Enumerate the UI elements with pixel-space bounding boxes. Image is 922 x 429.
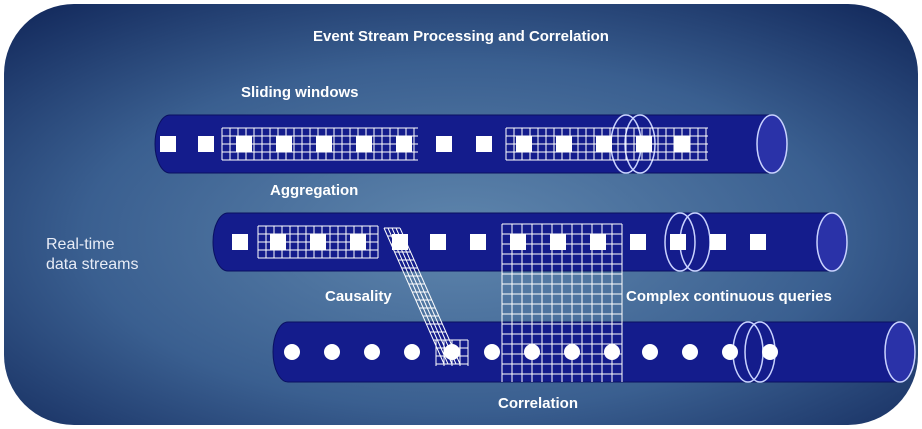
stream-3-event-9	[604, 344, 620, 360]
stream-2-event-12	[670, 234, 686, 250]
stream-2-event-5	[392, 234, 408, 250]
stream-1-event-14	[674, 136, 690, 152]
label-realtime: Real-time data streams	[46, 235, 138, 275]
stream-3-event-1	[284, 344, 300, 360]
stream-3-event-4	[404, 344, 420, 360]
label-sliding-windows: Sliding windows	[241, 84, 359, 101]
stream-2-event-14	[750, 234, 766, 250]
stream-2-ring-1	[664, 212, 696, 272]
stream-3-event-13	[762, 344, 778, 360]
stream-2-event-7	[470, 234, 486, 250]
stream-2-event-11	[630, 234, 646, 250]
stream-1-event-13	[636, 136, 652, 152]
stream-1-event-6	[356, 136, 372, 152]
stream-3-event-8	[564, 344, 580, 360]
stream-2-event-6	[430, 234, 446, 250]
stream-1-event-11	[556, 136, 572, 152]
stream-1-event-10	[516, 136, 532, 152]
label-correlation: Correlation	[498, 395, 579, 412]
causality-path	[383, 227, 461, 365]
stream-2-event-2	[270, 234, 286, 250]
label-complex-queries: Complex continuous queries	[626, 288, 832, 305]
stream-2-event-9	[550, 234, 566, 250]
stream-3-event-7	[524, 344, 540, 360]
stream-2-event-13	[710, 234, 726, 250]
stream-3-event-3	[364, 344, 380, 360]
label-causality: Causality	[325, 288, 392, 305]
stream-3-event-6	[484, 344, 500, 360]
stream-2-event-10	[590, 234, 606, 250]
label-realtime-line1: Real-time	[46, 236, 115, 253]
stream-1-event-8	[436, 136, 452, 152]
stream-1-event-3	[236, 136, 252, 152]
stream-3-event-2	[324, 344, 340, 360]
stream-1-event-12	[596, 136, 612, 152]
stream-1-event-7	[396, 136, 412, 152]
stream-2-event-1	[232, 234, 248, 250]
diagram-title: Event Stream Processing and Correlation	[313, 28, 609, 45]
label-realtime-line2: data streams	[46, 256, 139, 273]
stream-1-event-2	[198, 136, 214, 152]
stream-1-event-9	[476, 136, 492, 152]
stream-3-event-12	[722, 344, 738, 360]
stream-1-event-4	[276, 136, 292, 152]
stream-3-end-cap	[884, 321, 916, 383]
stream-1-end-cap	[756, 114, 788, 174]
stream-2-event-4	[350, 234, 366, 250]
stream-2-event-3	[310, 234, 326, 250]
stream-1-event-1	[160, 136, 176, 152]
stream-1-event-5	[316, 136, 332, 152]
stream-2-event-8	[510, 234, 526, 250]
stream-3-event-5	[444, 344, 460, 360]
stream-3-event-11	[682, 344, 698, 360]
stream-3-event-10	[642, 344, 658, 360]
label-aggregation: Aggregation	[270, 182, 359, 199]
stream-2-end-cap	[816, 212, 848, 272]
